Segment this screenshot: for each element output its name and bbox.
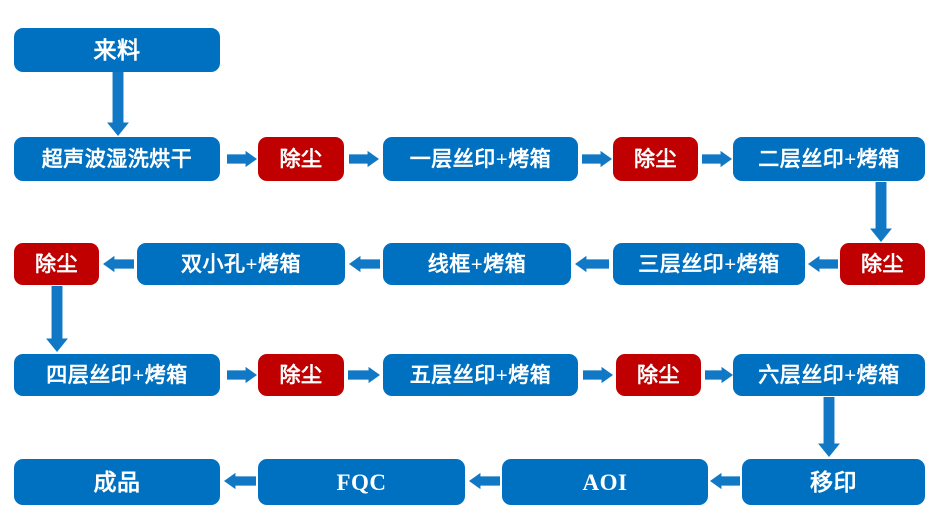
process-node-n14[interactable]: 五层丝印+烤箱 <box>383 354 578 396</box>
process-node-label: 除尘 <box>861 251 904 276</box>
arrow-down-icon <box>868 182 894 242</box>
arrow-left-icon <box>224 470 256 492</box>
process-node-n10[interactable]: 三层丝印+烤箱 <box>613 243 805 285</box>
process-node-label: 除尘 <box>279 362 323 387</box>
process-node-label: AOI <box>582 469 628 495</box>
arrow-down-icon <box>44 286 70 352</box>
process-node-label: 超声波湿洗烘干 <box>41 146 193 171</box>
arrow-down-icon <box>105 72 131 136</box>
process-node-n16[interactable]: 六层丝印+烤箱 <box>733 354 925 396</box>
process-node-n2[interactable]: 超声波湿洗烘干 <box>14 137 220 181</box>
process-node-label: 六层丝印+烤箱 <box>758 362 900 387</box>
arrow-left-icon <box>349 253 380 275</box>
arrow-left-icon <box>710 470 740 492</box>
process-node-label: 一层丝印+烤箱 <box>409 146 552 171</box>
arrow-left-icon <box>575 253 609 275</box>
process-node-label: 移印 <box>810 469 857 495</box>
process-node-label: 三层丝印+烤箱 <box>638 251 780 276</box>
process-node-n15[interactable]: 除尘 <box>616 354 701 396</box>
arrow-right-icon <box>702 148 732 170</box>
arrow-right-icon <box>583 364 613 386</box>
process-node-label: 除尘 <box>35 251 78 276</box>
arrow-right-icon <box>349 148 379 170</box>
process-node-n12[interactable]: 四层丝印+烤箱 <box>14 354 220 396</box>
process-node-label: 线框+烤箱 <box>427 251 527 276</box>
process-node-n5[interactable]: 除尘 <box>613 137 698 181</box>
process-node-n6[interactable]: 二层丝印+烤箱 <box>733 137 925 181</box>
process-node-n11[interactable]: 除尘 <box>840 243 925 285</box>
process-node-label: 除尘 <box>634 146 677 171</box>
process-node-label: 除尘 <box>637 362 680 387</box>
process-node-n20[interactable]: 移印 <box>742 459 925 505</box>
process-node-n1[interactable]: 来料 <box>14 28 220 72</box>
arrow-right-icon <box>705 364 733 386</box>
process-node-n3[interactable]: 除尘 <box>258 137 344 181</box>
arrow-left-icon <box>469 470 500 492</box>
process-node-n4[interactable]: 一层丝印+烤箱 <box>383 137 578 181</box>
arrow-right-icon <box>227 148 257 170</box>
process-node-n19[interactable]: AOI <box>502 459 708 505</box>
arrow-right-icon <box>227 364 257 386</box>
process-node-label: 双小孔+烤箱 <box>181 251 301 276</box>
process-node-label: 四层丝印+烤箱 <box>46 362 188 387</box>
process-node-label: FQC <box>336 469 387 495</box>
process-node-n9[interactable]: 线框+烤箱 <box>383 243 571 285</box>
process-node-n8[interactable]: 双小孔+烤箱 <box>137 243 345 285</box>
arrow-down-icon <box>816 397 842 457</box>
arrow-right-icon <box>348 364 380 386</box>
process-node-label: 二层丝印+烤箱 <box>758 146 900 171</box>
process-node-label: 五层丝印+烤箱 <box>409 362 552 387</box>
arrow-right-icon <box>582 148 612 170</box>
arrow-left-icon <box>103 253 134 275</box>
process-node-n13[interactable]: 除尘 <box>258 354 344 396</box>
process-node-label: 成品 <box>93 469 141 495</box>
process-node-label: 来料 <box>93 37 141 63</box>
arrow-left-icon <box>808 253 838 275</box>
process-node-label: 除尘 <box>279 146 323 171</box>
process-node-n7[interactable]: 除尘 <box>14 243 99 285</box>
process-node-n17[interactable]: 成品 <box>14 459 220 505</box>
process-node-n18[interactable]: FQC <box>258 459 465 505</box>
